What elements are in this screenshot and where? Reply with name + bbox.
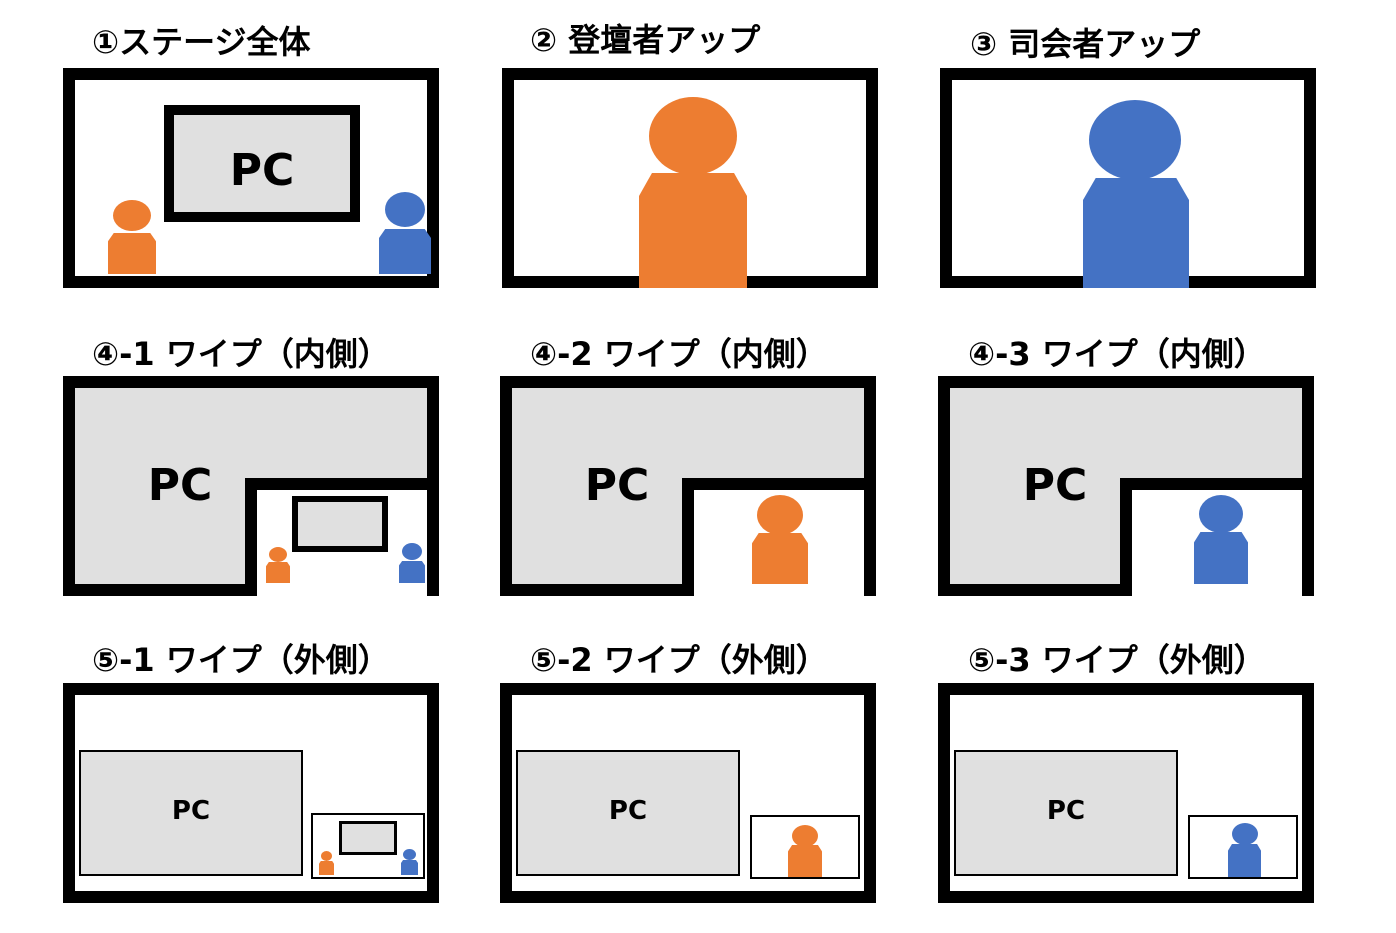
speaker-head: [321, 851, 332, 861]
panel-wipe-inside-speaker: PC: [500, 376, 876, 596]
panel-5-3-title: ⑤-3 ワイプ（外側）: [968, 641, 1266, 679]
pc-label: PC: [147, 460, 213, 511]
host-body: [401, 860, 418, 875]
panel-host-closeup: [940, 68, 1316, 288]
pc-screen: PC: [79, 750, 303, 876]
speaker-head: [649, 97, 737, 175]
host-body: [1228, 844, 1261, 877]
host-head: [403, 849, 416, 860]
pc-label: PC: [229, 145, 295, 196]
host-head: [385, 192, 425, 227]
wipe-window: [311, 813, 425, 879]
host-body: [379, 229, 431, 274]
panel-wipe-outside-host: PC: [938, 683, 1314, 903]
panel-2-title: ② 登壇者アップ: [530, 21, 761, 59]
pc-label: PC: [1022, 460, 1088, 511]
wipe-frame: [682, 478, 876, 596]
wipe-window: [750, 815, 860, 879]
panel-wipe-inside-stage: PC: [63, 376, 439, 596]
panel-wipe-outside-stage: PC: [63, 683, 439, 903]
host-head: [1199, 495, 1243, 533]
wipe-window: [694, 490, 864, 596]
speaker-body: [639, 173, 747, 288]
panel-1-title: ①ステージ全体: [92, 23, 311, 61]
speaker-head: [269, 547, 287, 562]
panel-5-1-title: ⑤-1 ワイプ（外側）: [92, 641, 390, 679]
panel-wipe-inside-host: PC: [938, 376, 1314, 596]
speaker-body: [788, 845, 822, 877]
host-body: [1194, 532, 1248, 584]
pc-label: PC: [584, 460, 650, 511]
pc-screen: PC: [164, 105, 360, 222]
panel-speaker-closeup: [502, 68, 878, 288]
panel-stage-overview: PC: [63, 68, 439, 288]
wipe-window: [1132, 490, 1302, 596]
pc-label: PC: [171, 796, 211, 826]
host-head: [1089, 100, 1181, 180]
speaker-body: [266, 562, 290, 583]
panel-4-1-title: ④-1 ワイプ（内側）: [92, 335, 390, 373]
pc-screen: PC: [954, 750, 1178, 876]
pc-label: PC: [1046, 796, 1086, 826]
panel-3-title: ③ 司会者アップ: [970, 25, 1201, 63]
panel-wipe-outside-speaker: PC: [500, 683, 876, 903]
speaker-body: [319, 861, 334, 875]
host-head: [1232, 823, 1258, 845]
wipe-frame: [1120, 478, 1314, 596]
host-body: [399, 561, 425, 583]
speaker-body: [752, 533, 808, 584]
host-head: [402, 543, 422, 560]
wipe-pc-screen: [339, 821, 397, 855]
wipe-window: [257, 490, 427, 596]
speaker-body: [108, 233, 156, 274]
wipe-window: [1188, 815, 1298, 879]
host-body: [1083, 178, 1189, 288]
speaker-head: [113, 200, 151, 231]
panel-5-2-title: ⑤-2 ワイプ（外側）: [530, 641, 828, 679]
pc-screen: PC: [516, 750, 740, 876]
panel-4-2-title: ④-2 ワイプ（内側）: [530, 335, 828, 373]
speaker-head: [757, 495, 803, 535]
wipe-frame: [245, 478, 439, 596]
speaker-head: [792, 825, 818, 847]
wipe-pc-screen: [292, 496, 388, 552]
pc-label: PC: [608, 796, 648, 826]
panel-4-3-title: ④-3 ワイプ（内側）: [968, 335, 1266, 373]
